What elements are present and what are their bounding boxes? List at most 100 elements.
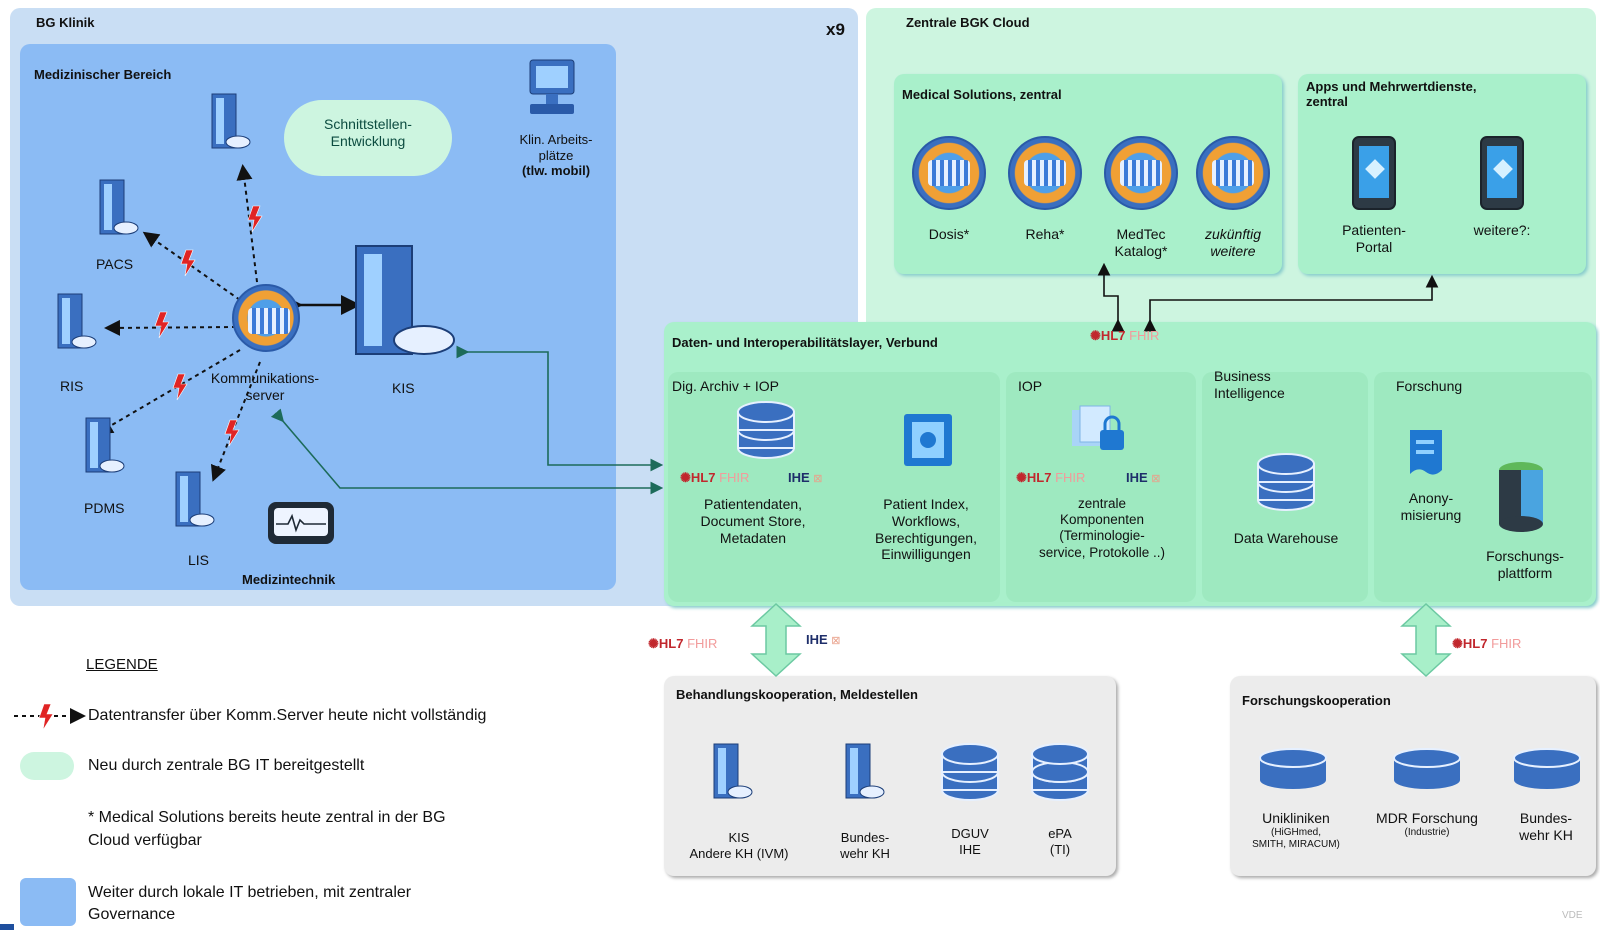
forschung-title: Forschung [1396, 378, 1463, 394]
medizinischer-bereich-title: Medizinischer Bereich [34, 67, 172, 82]
pacs-server-icon [99, 179, 139, 235]
bundeswehr-forschung-db-icon [1513, 748, 1581, 789]
anonymisierung-label: Anony-misierung [1400, 490, 1462, 523]
archiv-hl7-logo: ✺HL7 FHIR [680, 470, 750, 485]
archiv-left-text: Patientendaten,Document Store,Metadaten [700, 496, 806, 546]
lightning-icon [224, 419, 240, 447]
hl7-fhir-logo: ✺HL7 FHIR [1090, 328, 1160, 343]
weitere-phone-icon [1480, 136, 1524, 210]
data-warehouse-icon [1257, 453, 1315, 511]
epa-label: ePA(TI) [1048, 826, 1072, 857]
unikliniken-label: Unikliniken(HiGHmed,SMITH, MIRACUM) [1252, 810, 1340, 850]
clinic-multiplier: x9 [826, 20, 845, 39]
lis-label: LIS [188, 552, 210, 568]
archiv-right-text: Patient Index,Workflows,Berechtigungen,E… [875, 496, 977, 563]
lis-server-icon [175, 471, 215, 527]
mdr-db-icon [1393, 748, 1461, 789]
comm-server-icon [232, 284, 300, 352]
forschungsplattform-icon [1499, 462, 1543, 532]
legend-item-medsol: * Medical Solutions bereits heute zentra… [88, 809, 446, 850]
patient-index-icon [904, 414, 952, 466]
schnittstellen-label: Schnittstellen-Entwicklung [324, 116, 412, 149]
legend-local-swatch [20, 878, 76, 926]
workstation-icon [529, 59, 575, 114]
behandlung-double-arrow [750, 602, 802, 678]
layer-to-medsol-line [1097, 262, 1125, 332]
zukuenftig-icon [1196, 136, 1270, 210]
legend-item-transfer: Datentransfer über Komm.Server heute nic… [88, 707, 487, 724]
pdms-server-icon [85, 417, 125, 473]
lightning-icon [154, 311, 170, 339]
ris-label: RIS [60, 378, 84, 394]
mdr-label: MDR Forschung(Industrie) [1376, 810, 1478, 838]
medtech-label: Medizintechnik [242, 572, 336, 587]
pacs-label: PACS [96, 256, 134, 272]
forschung-hl7-logo: ✺HL7 FHIR [1452, 636, 1522, 651]
medtec-icon [1104, 136, 1178, 210]
dashed-spokes [96, 164, 261, 482]
dosis-label: Dosis* [928, 226, 970, 242]
layer-to-apps-line [1143, 274, 1439, 332]
behandlung-title: Behandlungskooperation, Meldestellen [676, 687, 918, 702]
comm-to-archiv-line [270, 408, 664, 495]
legend-title: LEGENDE [86, 656, 158, 673]
unikliniken-db-icon [1259, 748, 1327, 789]
patientenportal-phone-icon [1352, 136, 1396, 210]
apps-panel [1298, 74, 1586, 274]
kis-server-icon [355, 245, 455, 355]
legend-item-lokal: Weiter durch lokale IT betrieben, mit ze… [88, 884, 412, 923]
layer-title: Daten- und Interoperabilitätslayer, Verb… [672, 335, 938, 350]
workstation-label: Klin. Arbeits-plätze(tlw. mobil) [519, 132, 593, 179]
medsol-title: Medical Solutions, zentral [902, 87, 1062, 102]
archiv-title: Dig. Archiv + IOP [672, 378, 779, 394]
pdms-label: PDMS [84, 500, 125, 516]
comm-server-label: Kommunikations-server [210, 370, 320, 403]
lightning-icon [247, 205, 263, 233]
kis-andere-server-icon [713, 743, 753, 799]
archiv-ihe-logo: IHE ⊠ [788, 470, 823, 485]
clinic-title: BG Klinik [36, 15, 95, 30]
iop-lock-icon [1072, 405, 1124, 450]
iop-hl7-logo: ✺HL7 FHIR [1016, 470, 1086, 485]
weitere-label: weitere?: [1473, 222, 1531, 238]
lightning-icon [180, 249, 196, 277]
bundeswehr-server-icon [845, 743, 885, 799]
corner-label: VDE [1562, 910, 1583, 921]
behandlung-ihe-logo: IHE ⊠ [806, 632, 841, 647]
dguv-database-icon [941, 743, 999, 801]
patientenportal-label: Patienten-Portal [1342, 222, 1406, 255]
reha-label: Reha* [1025, 226, 1065, 242]
forschung-double-arrow [1400, 602, 1452, 678]
corner-accent-bar [0, 924, 14, 930]
forschungsplattform-label: Forschungs-plattform [1486, 548, 1564, 581]
iop-ihe-logo: IHE ⊠ [1126, 470, 1161, 485]
iop-title: IOP [1018, 378, 1043, 394]
forschungskoop-title: Forschungskooperation [1242, 693, 1391, 708]
apps-title: Apps und Mehrwertdienste,zentral [1306, 79, 1477, 109]
archiv-database-icon [737, 401, 795, 459]
behandlung-hl7-logo: ✺HL7 FHIR [648, 636, 718, 651]
lightning-icon [38, 703, 54, 731]
epa-database-icon [1031, 743, 1089, 801]
medtech-monitor-icon [268, 502, 334, 544]
bundeswehr-forschung-label: Bundes-wehr KH [1519, 810, 1573, 843]
reha-icon [1008, 136, 1082, 210]
bundeswehr-label: Bundes-wehr KH [840, 830, 890, 861]
bi-text: Data Warehouse [1233, 530, 1339, 546]
forschung-subpanel [1374, 372, 1592, 602]
dosis-icon [912, 136, 986, 210]
legend-cloud-swatch [20, 752, 74, 780]
cloud-title: Zentrale BGK Cloud [906, 15, 1030, 30]
lightning-icon [172, 373, 188, 401]
archiv-subpanel [668, 372, 1000, 602]
schnittstellen-cloud [288, 104, 448, 172]
kis-label: KIS [392, 380, 415, 396]
